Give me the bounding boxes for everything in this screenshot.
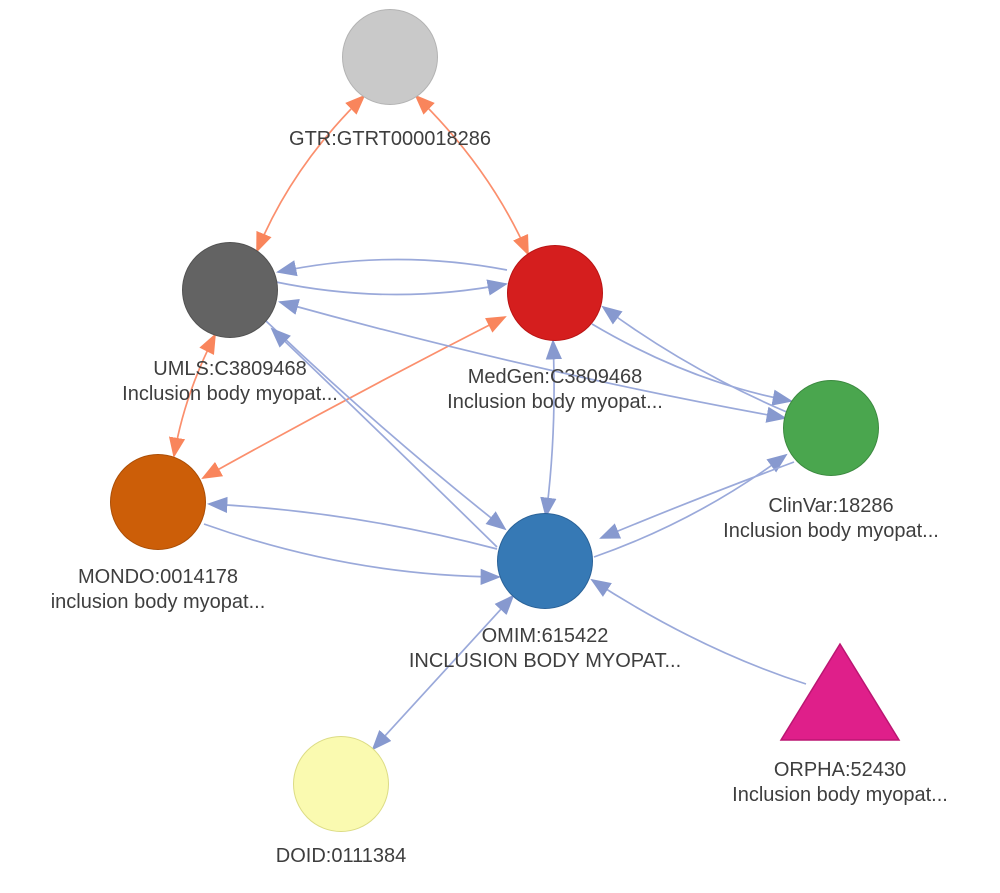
edge-medgen-omim bbox=[540, 338, 562, 519]
node-id-text: ORPHA:52430 bbox=[773, 759, 907, 781]
node-id-text: OMIM:615422 bbox=[481, 625, 609, 647]
node-desc-text: inclusion body myopat... bbox=[50, 591, 266, 613]
node-desc-text: INCLUSION BODY MYOPAT... bbox=[408, 650, 682, 672]
node-medgen-label: MedGen:C3809468 Inclusion body myopat... bbox=[345, 365, 765, 415]
edge-mondo-omim bbox=[203, 523, 502, 586]
edge-omim-umls bbox=[270, 327, 498, 548]
node-desc-text: Inclusion body myopat... bbox=[122, 383, 338, 405]
node-omim-label: OMIM:615422 INCLUSION BODY MYOPAT... bbox=[335, 624, 755, 674]
node-clinvar-label: ClinVar:18286 Inclusion body myopat... bbox=[621, 494, 1000, 544]
node-gtr[interactable] bbox=[342, 9, 438, 105]
node-desc-text: Inclusion body myopat... bbox=[723, 520, 939, 542]
edge-omim-mondo bbox=[206, 496, 498, 550]
node-orpha-label: ORPHA:52430 Inclusion body myopat... bbox=[630, 758, 1000, 808]
node-orpha[interactable] bbox=[778, 640, 902, 749]
edge-omim-doid bbox=[371, 594, 515, 751]
edge-gtr-umls bbox=[256, 94, 366, 253]
triangle-icon bbox=[779, 642, 901, 741]
node-gtr-label: GTR:GTRT000018286 bbox=[180, 127, 600, 152]
node-id-text: MONDO:0014178 bbox=[77, 566, 239, 588]
edge-umls-medgen bbox=[275, 279, 509, 296]
node-doid[interactable] bbox=[293, 736, 389, 832]
node-id-text: GTR:GTRT000018286 bbox=[289, 128, 491, 150]
node-desc-text: Inclusion body myopat... bbox=[732, 784, 948, 806]
node-umls-label: UMLS:C3809468 Inclusion body myopat... bbox=[20, 357, 440, 407]
node-clinvar[interactable] bbox=[783, 380, 879, 476]
node-doid-label: DOID:0111384 bbox=[131, 844, 551, 869]
edge-orpha-omim bbox=[590, 578, 807, 685]
edge-medgen-clinvar bbox=[591, 323, 794, 406]
edge-umls-clinvar bbox=[278, 299, 788, 423]
node-mondo-label: MONDO:0014178 inclusion body myopat... bbox=[0, 565, 368, 615]
node-desc-text: Inclusion body myopat... bbox=[447, 391, 663, 413]
edge-omim-clinvar bbox=[593, 453, 788, 558]
node-omim[interactable] bbox=[497, 513, 593, 609]
edge-medgen-umls bbox=[276, 258, 508, 277]
node-medgen[interactable] bbox=[507, 245, 603, 341]
node-id-text: ClinVar:18286 bbox=[768, 495, 894, 517]
node-id-text: UMLS:C3809468 bbox=[153, 358, 307, 380]
node-id-text: MedGen:C3809468 bbox=[467, 366, 643, 388]
node-umls[interactable] bbox=[182, 242, 278, 338]
edge-clinvar-medgen bbox=[601, 305, 790, 414]
node-id-text: DOID:0111384 bbox=[275, 845, 407, 867]
edge-umls-omim bbox=[265, 320, 507, 531]
node-mondo[interactable] bbox=[110, 454, 206, 550]
edge-clinvar-omim bbox=[599, 461, 795, 539]
edge-gtr-medgen bbox=[414, 94, 529, 256]
